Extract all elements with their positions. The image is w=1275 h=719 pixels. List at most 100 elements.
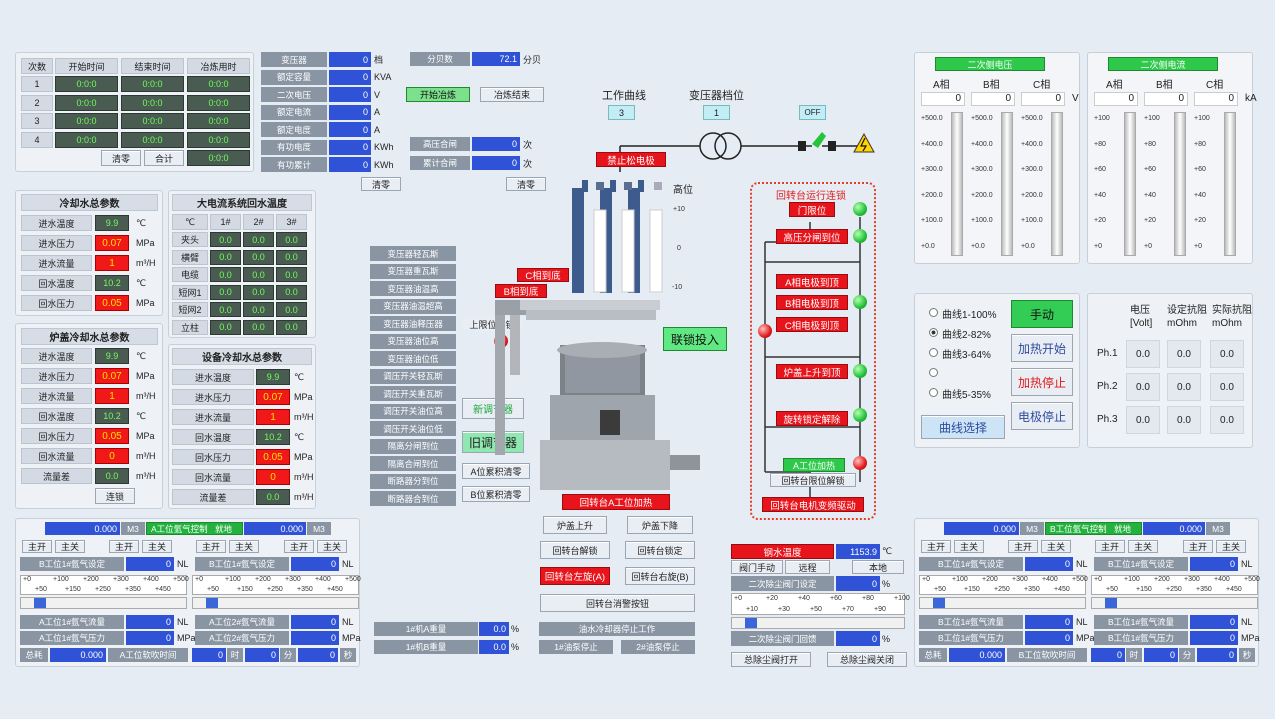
interlock-button[interactable]: 连锁 (95, 488, 135, 504)
gas_b-tick: +100 (952, 576, 968, 583)
gas_a-main-close[interactable]: 主关 (55, 540, 85, 553)
rotary-unlock-button[interactable]: 回转台解锁 (540, 541, 610, 559)
interlock-enable-button[interactable]: 联锁投入 (663, 327, 727, 351)
gas_b-soft-label: B工位软吹时间 (1007, 648, 1087, 662)
valve-remote-button[interactable]: 远程 (785, 560, 830, 574)
electrode-stop-button[interactable]: 电极停止 (1011, 402, 1073, 430)
times-total-button[interactable]: 合计 (144, 150, 184, 166)
gas_b-tick: +350 (1024, 586, 1040, 593)
gas_b-slider-thumb[interactable] (1105, 598, 1117, 608)
v2-tick: +100.0 (921, 217, 943, 224)
gas_a-tick: +300 (285, 576, 301, 583)
gas_a-main-open[interactable]: 主开 (284, 540, 314, 553)
phase-name: Ph.3 (1097, 414, 1118, 425)
rotary-right-button[interactable]: 回转台右旋(B) (625, 567, 695, 585)
b-clear-button[interactable]: B位累积清零 (462, 486, 530, 502)
v2-value: 0 (1021, 92, 1065, 106)
gas_a-m3b: M3 (307, 522, 331, 535)
lid-down-button[interactable]: 炉盖下降 (627, 516, 693, 534)
times-clear-button[interactable]: 清零 (101, 150, 141, 166)
dust-slider[interactable] (731, 617, 905, 629)
lid_cool-value: 10.2 (95, 408, 129, 424)
gas_a-main-close[interactable]: 主关 (142, 540, 172, 553)
rotary-alarm-reset-button[interactable]: 回转台消警按钮 (540, 594, 695, 612)
gas_a-main-close[interactable]: 主关 (317, 540, 347, 553)
gas_b-p-unit2: MPa (1241, 633, 1260, 643)
cool_total-unit: MPa (136, 238, 155, 248)
end-smelt-button[interactable]: 冶炼结束 (480, 87, 544, 102)
v2-tick: +300.0 (1021, 166, 1043, 173)
equip_cool-unit: MPa (294, 392, 313, 402)
curve-radio[interactable] (929, 368, 938, 377)
big-return-header: ℃ (172, 214, 208, 230)
phase-cell: 0.0 (1210, 406, 1244, 434)
valve-manual-button[interactable]: 阀门手动 (731, 560, 783, 574)
cool_total-value: 0.07 (95, 235, 129, 251)
interlock-item: 旋转锁定解除 (776, 411, 848, 426)
dust-valve-open-button[interactable]: 总除尘阀打开 (731, 652, 811, 667)
rotary-lock-button[interactable]: 回转台锁定 (625, 541, 695, 559)
equip-cool-title: 设备冷却水总参数 (172, 348, 312, 365)
big-return-cell: 0.0 (210, 249, 241, 265)
v2-tick: +0.0 (971, 242, 985, 250)
gas_a-tick: +0 (195, 576, 203, 583)
gas_a-slider[interactable] (192, 597, 359, 609)
transformer-value: 0 (329, 69, 371, 85)
interlock-lamp (853, 364, 867, 378)
curve-radio[interactable] (929, 328, 938, 337)
hv-clear-button[interactable]: 清零 (506, 177, 546, 191)
hv-close-label: 高压合闸 (410, 137, 470, 151)
gas_b-main-close[interactable]: 主关 (1041, 540, 1071, 553)
gas_b-slider-thumb[interactable] (933, 598, 945, 608)
rotary-left-button[interactable]: 回转台左旋(A) (540, 567, 610, 585)
transformer-clear-button[interactable]: 清零 (361, 177, 401, 191)
transformer-label: 二次电压 (261, 87, 327, 102)
gas_b-main-open[interactable]: 主开 (921, 540, 951, 553)
gas_b-tick: +150 (1136, 586, 1152, 593)
gas_a-tick: +300 (113, 576, 129, 583)
transformer-unit: KWh (374, 142, 394, 152)
gas_b-main-close[interactable]: 主关 (1128, 540, 1158, 553)
heat-start-button[interactable]: 加热开始 (1011, 334, 1073, 362)
manual-button[interactable]: 手动 (1011, 300, 1073, 328)
gas_b-slider[interactable] (1091, 597, 1258, 609)
interlock-wires (764, 217, 861, 500)
phase-cell: 0.0 (1126, 340, 1160, 368)
curve-radio[interactable] (929, 388, 938, 397)
gas_a-total-label: 总耗 (20, 648, 48, 662)
dust-valve-close-button[interactable]: 总除尘阀关闭 (827, 652, 907, 667)
gas_a-main-open[interactable]: 主开 (109, 540, 139, 553)
start-smelt-button[interactable]: 开始冶炼 (406, 87, 470, 102)
dust-slider-thumb[interactable] (745, 618, 757, 628)
gas_b-tick: +250 (1166, 586, 1182, 593)
a-clear-button[interactable]: A位累积清零 (462, 463, 530, 479)
gas_a-slider-thumb[interactable] (206, 598, 218, 608)
breaker-status: OFF (799, 105, 826, 120)
curve-radio[interactable] (929, 348, 938, 357)
curve-select-button[interactable]: 曲线选择 (921, 415, 1005, 439)
valve-local-button[interactable]: 本地 (852, 560, 904, 574)
gas_a-slider-thumb[interactable] (34, 598, 46, 608)
gas_a-main-open[interactable]: 主开 (196, 540, 226, 553)
gas_a-main-open[interactable]: 主开 (22, 540, 52, 553)
gas_b-min-value: 0 (1144, 648, 1178, 662)
gas_b-main-open[interactable]: 主开 (1008, 540, 1038, 553)
gas_a-slider[interactable] (20, 597, 187, 609)
i2-tick: +20 (1144, 217, 1156, 224)
dust-valve-fb-label: 二次除尘阀门回馈 (731, 631, 834, 646)
gas_b-slider[interactable] (919, 597, 1086, 609)
curve-radio[interactable] (929, 308, 938, 317)
gas_b-main-open[interactable]: 主开 (1095, 540, 1125, 553)
a-weight-value: 0.0 (479, 622, 509, 636)
new-regulator-button[interactable]: 新调节器 (462, 398, 524, 419)
gas_b-main-close[interactable]: 主关 (954, 540, 984, 553)
gas_b-main-open[interactable]: 主开 (1183, 540, 1213, 553)
v2-tick: +200.0 (921, 191, 943, 199)
gas_b-sec-value: 0 (1197, 648, 1237, 662)
gas_a-main-close[interactable]: 主关 (229, 540, 259, 553)
heat-stop-button[interactable]: 加热停止 (1011, 368, 1073, 396)
gas_b-f-label2: B工位1#氩气流量 (1094, 615, 1188, 629)
gas_a-tick: +200 (83, 576, 99, 583)
gas_b-main-close[interactable]: 主关 (1216, 540, 1246, 553)
lid-up-button[interactable]: 炉盖上升 (543, 516, 607, 534)
